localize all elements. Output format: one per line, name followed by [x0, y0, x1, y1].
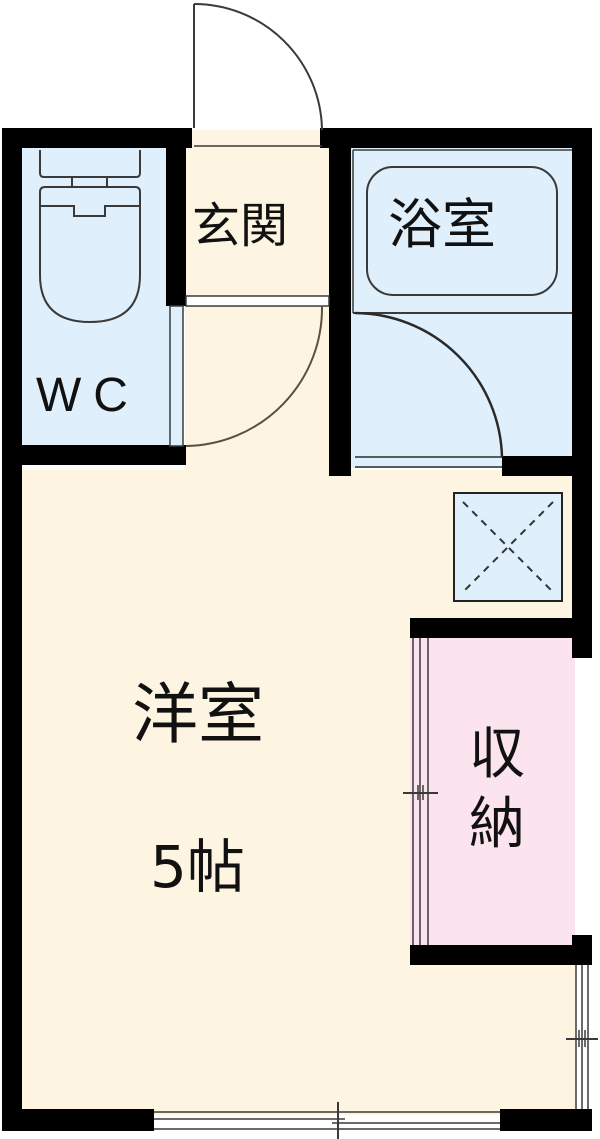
western-room-size: 5帖	[150, 833, 245, 901]
western-room-label: 洋室	[132, 676, 264, 753]
front-door-icon	[193, 3, 323, 147]
toilet-label: WC	[36, 369, 140, 422]
bottom-window-icon	[154, 1102, 500, 1139]
bathroom-door-icon	[354, 311, 504, 468]
bathroom-label: 浴室	[388, 193, 496, 256]
walls	[2, 128, 592, 1131]
entrance-step	[185, 295, 330, 307]
bathtub-icon	[352, 149, 572, 314]
storage-label: 収納	[469, 722, 525, 857]
toilet-icon	[39, 150, 141, 324]
toilet-door-icon	[169, 305, 184, 447]
side-window-icon	[566, 965, 598, 1109]
entrance-label: 玄関	[192, 198, 289, 254]
washing-machine-space-icon	[453, 492, 563, 602]
room-door-icon	[185, 305, 324, 447]
bathroom-floor	[350, 148, 572, 468]
storage-sliding-door-icon	[403, 638, 438, 945]
